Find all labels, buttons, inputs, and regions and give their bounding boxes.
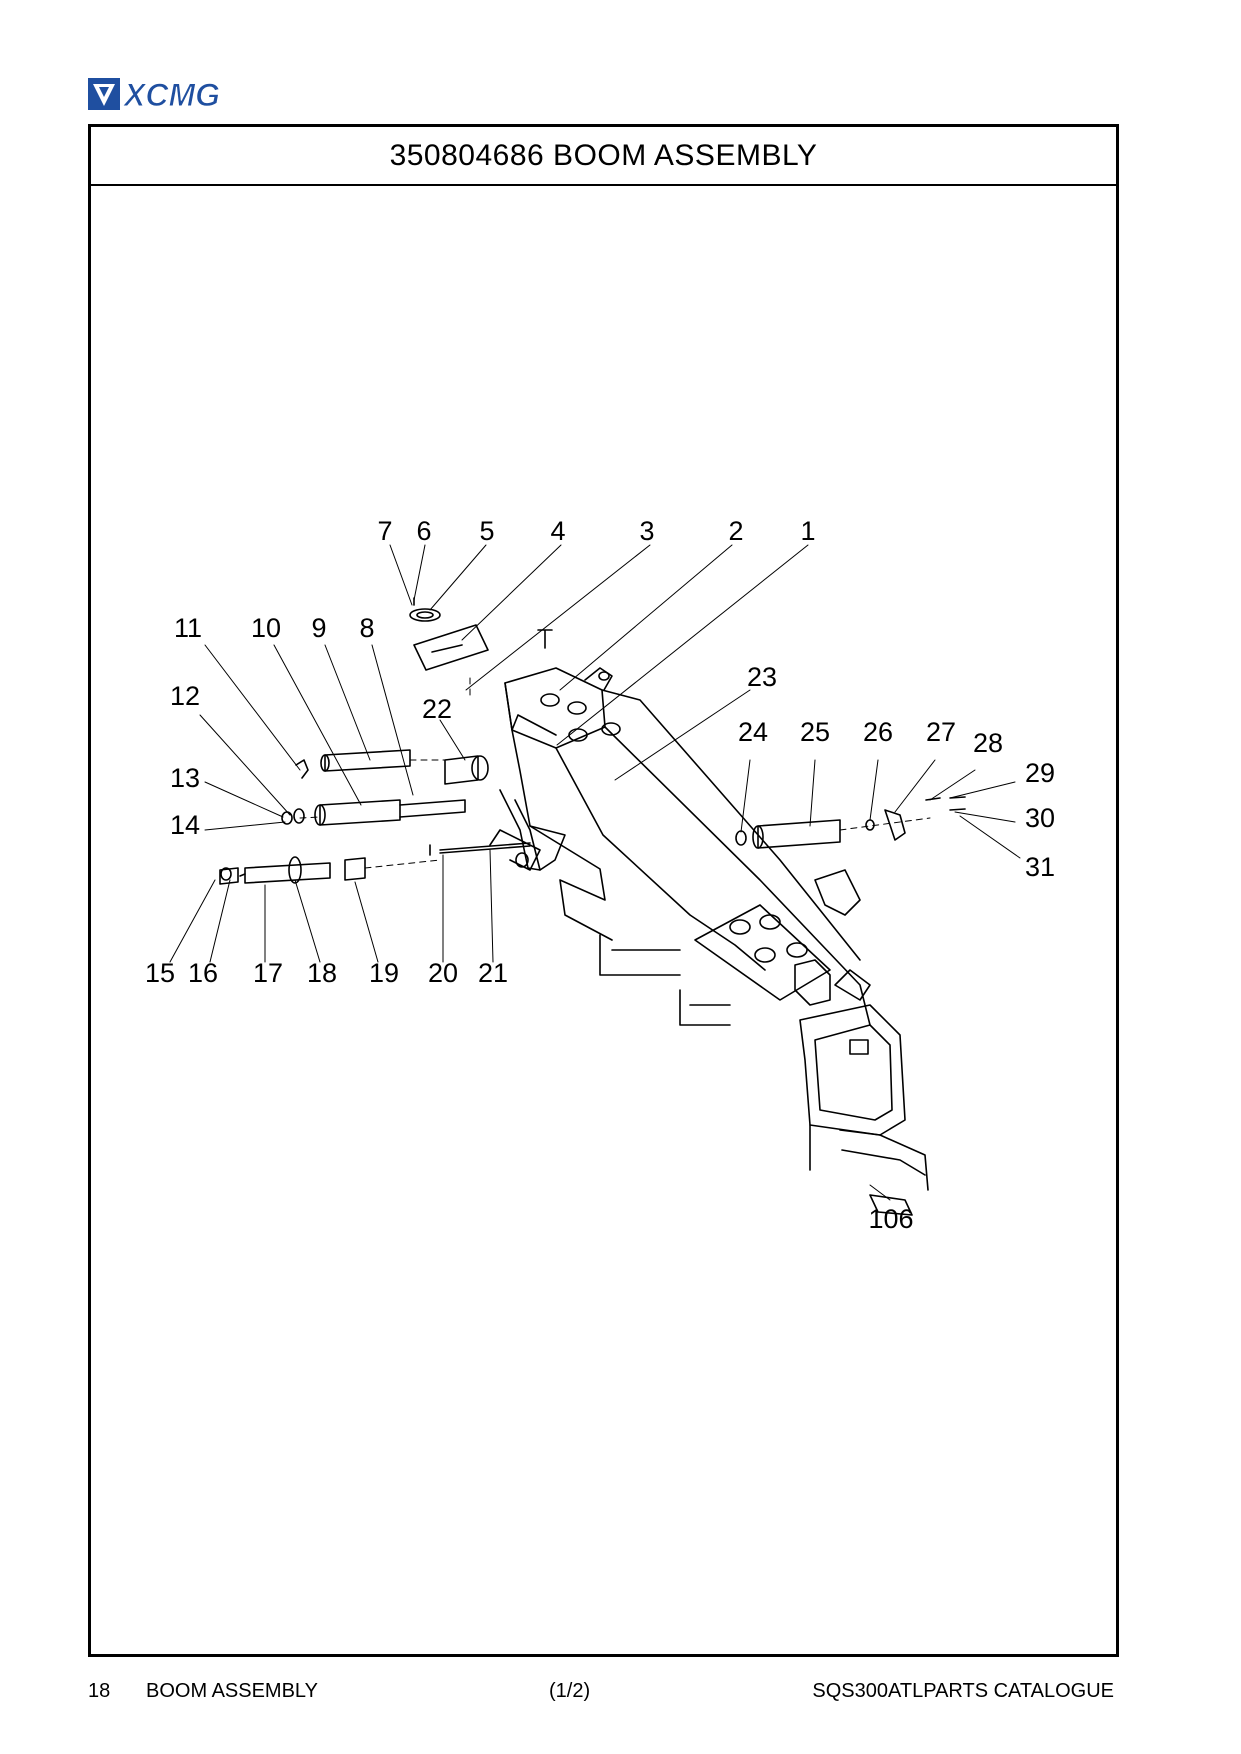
- logo-text: XCMG: [122, 77, 220, 112]
- xcmg-logo: XCMG: [88, 77, 221, 112]
- callout-5: 5: [479, 516, 494, 546]
- callout-27: 27: [926, 717, 956, 747]
- callout-10: 10: [251, 613, 281, 643]
- catalogue-title: SQS300ATLPARTS CATALOGUE: [812, 1680, 1114, 1702]
- callout-106: 106: [868, 1204, 913, 1234]
- diagram-title: 350804686 BOOM ASSEMBLY: [389, 138, 818, 172]
- callout-25: 25: [800, 717, 830, 747]
- callout-23: 23: [747, 662, 777, 692]
- callout-17: 17: [253, 958, 283, 988]
- callout-14: 14: [170, 810, 200, 840]
- pins-and-bushes: [219, 749, 541, 885]
- callout-22: 22: [422, 694, 452, 724]
- callout-6: 6: [416, 516, 431, 546]
- cover-plate: [409, 597, 489, 671]
- drawing-frame: 350804686 BOOM ASSEMBLY: [88, 124, 1119, 1657]
- leader-lines: [169, 544, 1021, 1201]
- boom-body: [499, 629, 929, 1216]
- callout-12: 12: [170, 681, 200, 711]
- callout-29: 29: [1025, 758, 1055, 788]
- callout-2: 2: [728, 516, 743, 546]
- page-number: 18: [88, 1680, 111, 1702]
- callout-labels: 1 2 3 4 5 6 7 8 9 10 11 12 13 14 15 16 1…: [145, 516, 1055, 1234]
- callout-9: 9: [311, 613, 326, 643]
- callout-20: 20: [428, 958, 458, 988]
- title-bar: 350804686 BOOM ASSEMBLY: [91, 127, 1116, 186]
- callout-8: 8: [359, 613, 374, 643]
- callout-18: 18: [307, 958, 337, 988]
- callout-26: 26: [863, 717, 893, 747]
- callout-24: 24: [738, 717, 768, 747]
- callout-3: 3: [639, 516, 654, 546]
- callout-11: 11: [174, 613, 202, 643]
- right-pin-parts: [735, 796, 966, 849]
- page-count: (1/2): [549, 1680, 591, 1702]
- callout-28: 28: [973, 728, 1003, 758]
- callout-19: 19: [369, 958, 399, 988]
- callout-31: 31: [1025, 852, 1055, 882]
- callout-4: 4: [550, 516, 565, 546]
- footer-section-title: BOOM ASSEMBLY: [146, 1680, 318, 1702]
- callout-16: 16: [188, 958, 218, 988]
- callout-1: 1: [800, 516, 815, 546]
- callout-15: 15: [145, 958, 175, 988]
- callout-30: 30: [1025, 803, 1055, 833]
- callout-13: 13: [170, 763, 200, 793]
- callout-21: 21: [478, 958, 508, 988]
- center-lines: [299, 677, 931, 869]
- callout-7: 7: [377, 516, 392, 546]
